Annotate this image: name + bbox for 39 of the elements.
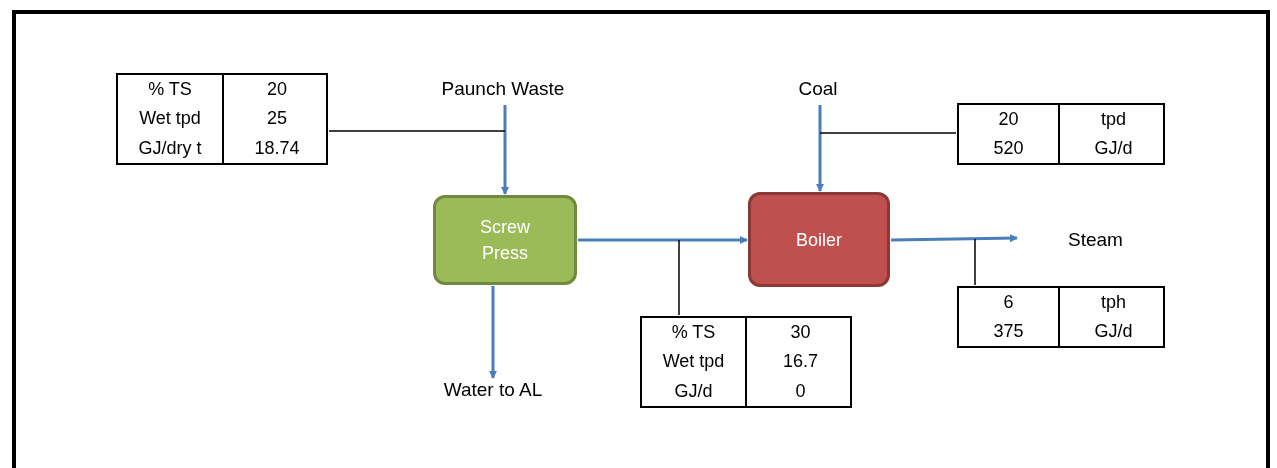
table-cell-text: 25 (266, 107, 288, 131)
data-table (957, 286, 1165, 348)
table-cell: Wet tpd (118, 104, 224, 134)
arrow (578, 233, 748, 247)
table-cell: GJ/dry t (118, 133, 224, 163)
table-cell-text: 18.74 (253, 136, 301, 160)
table-cell: % TS (118, 75, 224, 105)
leader-line (819, 132, 957, 134)
data-table (640, 316, 852, 408)
flow-label: Paunch Waste (420, 78, 586, 104)
table-cell-text: tpd (1100, 108, 1127, 131)
leader-line (974, 238, 976, 286)
table-cell-text: 16.7 (781, 350, 819, 374)
table-cell-text: 0 (794, 379, 807, 403)
arrow (813, 105, 827, 192)
flow-label: Steam (1018, 229, 1173, 255)
table-cell: 375 (959, 317, 1060, 346)
table-cell-text: 30 (789, 321, 812, 345)
data-table (957, 103, 1165, 165)
table-cell-text: 20 (266, 78, 288, 102)
leader-line (678, 239, 680, 316)
arrow (486, 286, 500, 379)
table-cell: 20 (959, 105, 1060, 134)
table-cell-text: GJ/d (1093, 137, 1134, 160)
flow-label: Water to AL (420, 379, 566, 405)
process-box: Boiler (748, 192, 890, 287)
table-cell: Wet tpd (642, 347, 747, 377)
flow-label: Coal (778, 78, 858, 104)
table-cell: % TS (642, 318, 747, 348)
arrow (890, 231, 1018, 245)
table-cell-text: GJ/d (1093, 320, 1134, 343)
table-cell: 6 (959, 288, 1060, 317)
leader-line (328, 130, 506, 132)
table-cell-text: tph (1100, 291, 1127, 314)
data-table (116, 73, 328, 165)
process-box: Screw Press (433, 195, 577, 285)
arrow (498, 105, 512, 195)
table-cell: GJ/d (642, 376, 747, 406)
table-cell: 520 (959, 134, 1060, 163)
